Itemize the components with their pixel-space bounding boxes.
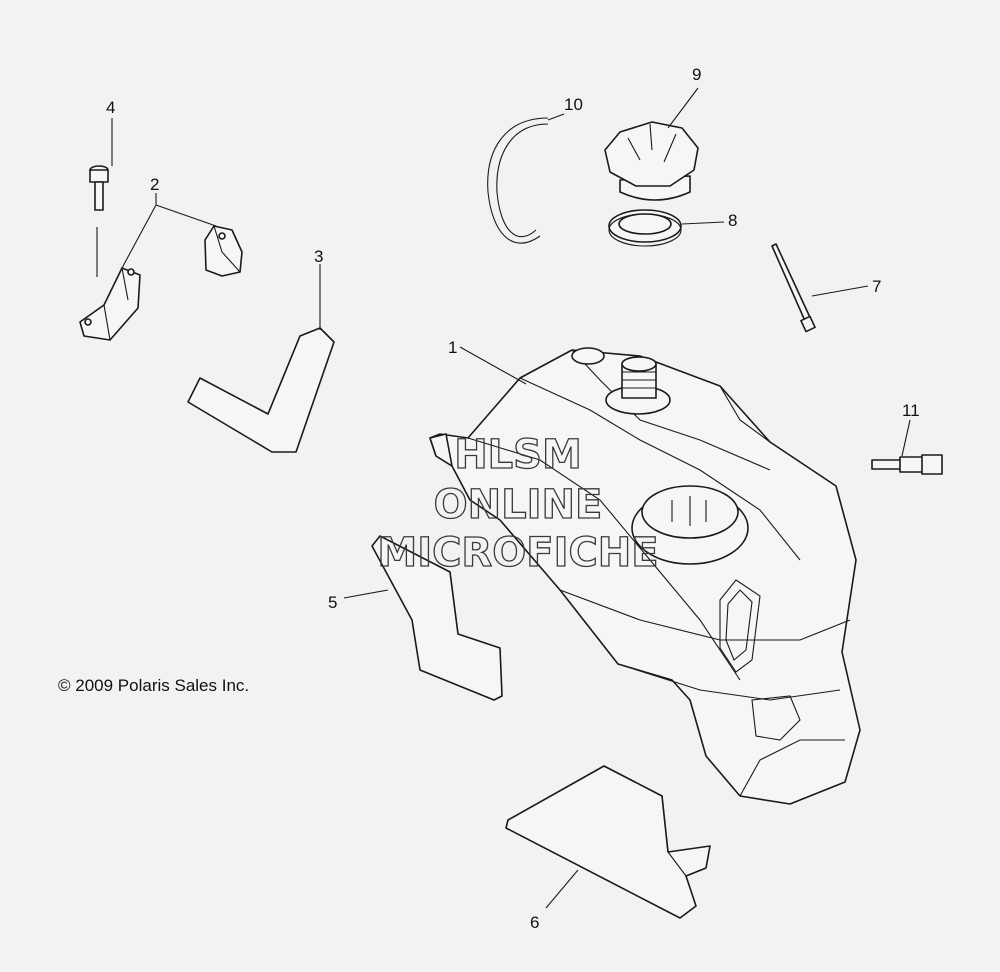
part-4-bolt — [89, 165, 109, 277]
part-11-fitting — [871, 454, 943, 475]
leader-9 — [667, 87, 699, 129]
copyright-notice: © 2009 Polaris Sales Inc. — [58, 676, 250, 695]
callout-9: 9 — [692, 65, 701, 84]
leader-11 — [901, 419, 911, 457]
leader-6 — [545, 869, 579, 909]
part-10-vent-hose — [487, 117, 549, 244]
watermark: HLSM ONLINE MICROFICHE — [377, 431, 660, 576]
leader-5 — [343, 589, 389, 599]
watermark-line-2: ONLINE — [434, 482, 603, 528]
leader-7 — [811, 285, 869, 297]
part-7-strap — [771, 243, 816, 333]
callout-5: 5 — [328, 593, 337, 612]
leader-2 — [121, 193, 217, 269]
callout-7: 7 — [872, 277, 881, 296]
part-5-pad — [371, 535, 503, 701]
part-8-gasket — [608, 209, 682, 247]
callouts: 1 2 3 4 5 6 7 8 9 10 11 — [106, 65, 920, 932]
leader-8 — [681, 221, 725, 225]
callout-10: 10 — [564, 95, 583, 114]
watermark-line-3: MICROFICHE — [377, 530, 658, 576]
leader-1 — [459, 346, 527, 385]
part-3-pad — [187, 327, 335, 453]
callout-8: 8 — [728, 211, 737, 230]
callout-1: 1 — [448, 338, 457, 357]
callout-11: 11 — [902, 401, 920, 420]
part-9-fuel-cap — [604, 121, 699, 201]
part-6-pad — [505, 765, 711, 919]
callout-3: 3 — [314, 247, 323, 266]
callout-4: 4 — [106, 98, 115, 117]
callout-2: 2 — [150, 175, 159, 194]
leader-lines — [111, 87, 911, 909]
watermark-line-1: HLSM — [454, 432, 582, 478]
part-1-fuel-tank — [429, 347, 861, 805]
callout-6: 6 — [530, 913, 539, 932]
part-2-bracket-left — [79, 267, 141, 341]
part-2-bracket-right — [204, 225, 243, 277]
leader-10 — [547, 113, 565, 121]
